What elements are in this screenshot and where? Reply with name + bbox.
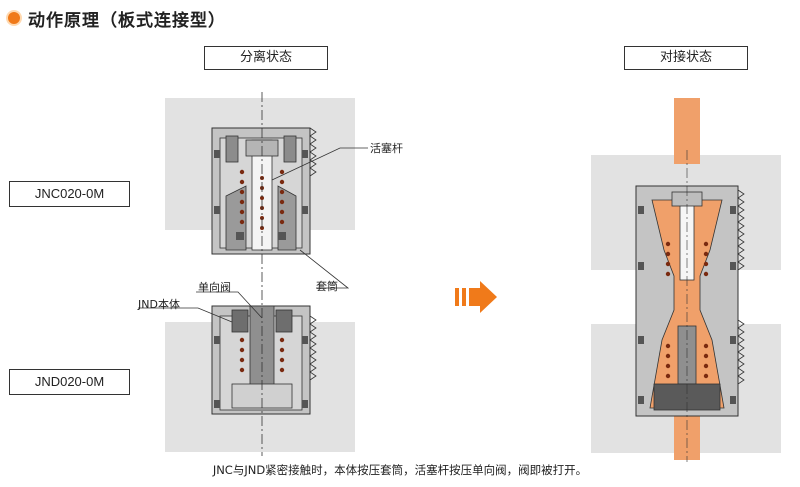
- jnc-model-label: JNC020-0M: [9, 181, 130, 207]
- caption-text: JNC与JND紧密接触时，本体按压套筒，活塞杆按压单向阀，阀即被打开。: [212, 463, 588, 477]
- sleeve-callout: 套筒: [316, 280, 338, 293]
- check-valve-callout: 单向阀: [198, 281, 231, 294]
- section-title: 动作原理（板式连接型）: [28, 10, 226, 31]
- connected-state-label: 对接状态: [624, 46, 748, 70]
- orange-circle-icon: [6, 10, 22, 26]
- jnd-separated-drawing: [165, 305, 355, 452]
- transition-arrow-icon: [455, 281, 497, 313]
- connected-drawing: [591, 98, 781, 462]
- separated-state-label: 分离状态: [204, 46, 328, 70]
- section-header: 动作原理（板式连接型）: [6, 5, 226, 31]
- jnd-body-callout: JND本体: [138, 298, 180, 311]
- piston-rod-callout: 活塞杆: [370, 142, 403, 155]
- jnd-model-label: JND020-0M: [9, 369, 130, 395]
- jnc-separated-drawing: [165, 98, 355, 255]
